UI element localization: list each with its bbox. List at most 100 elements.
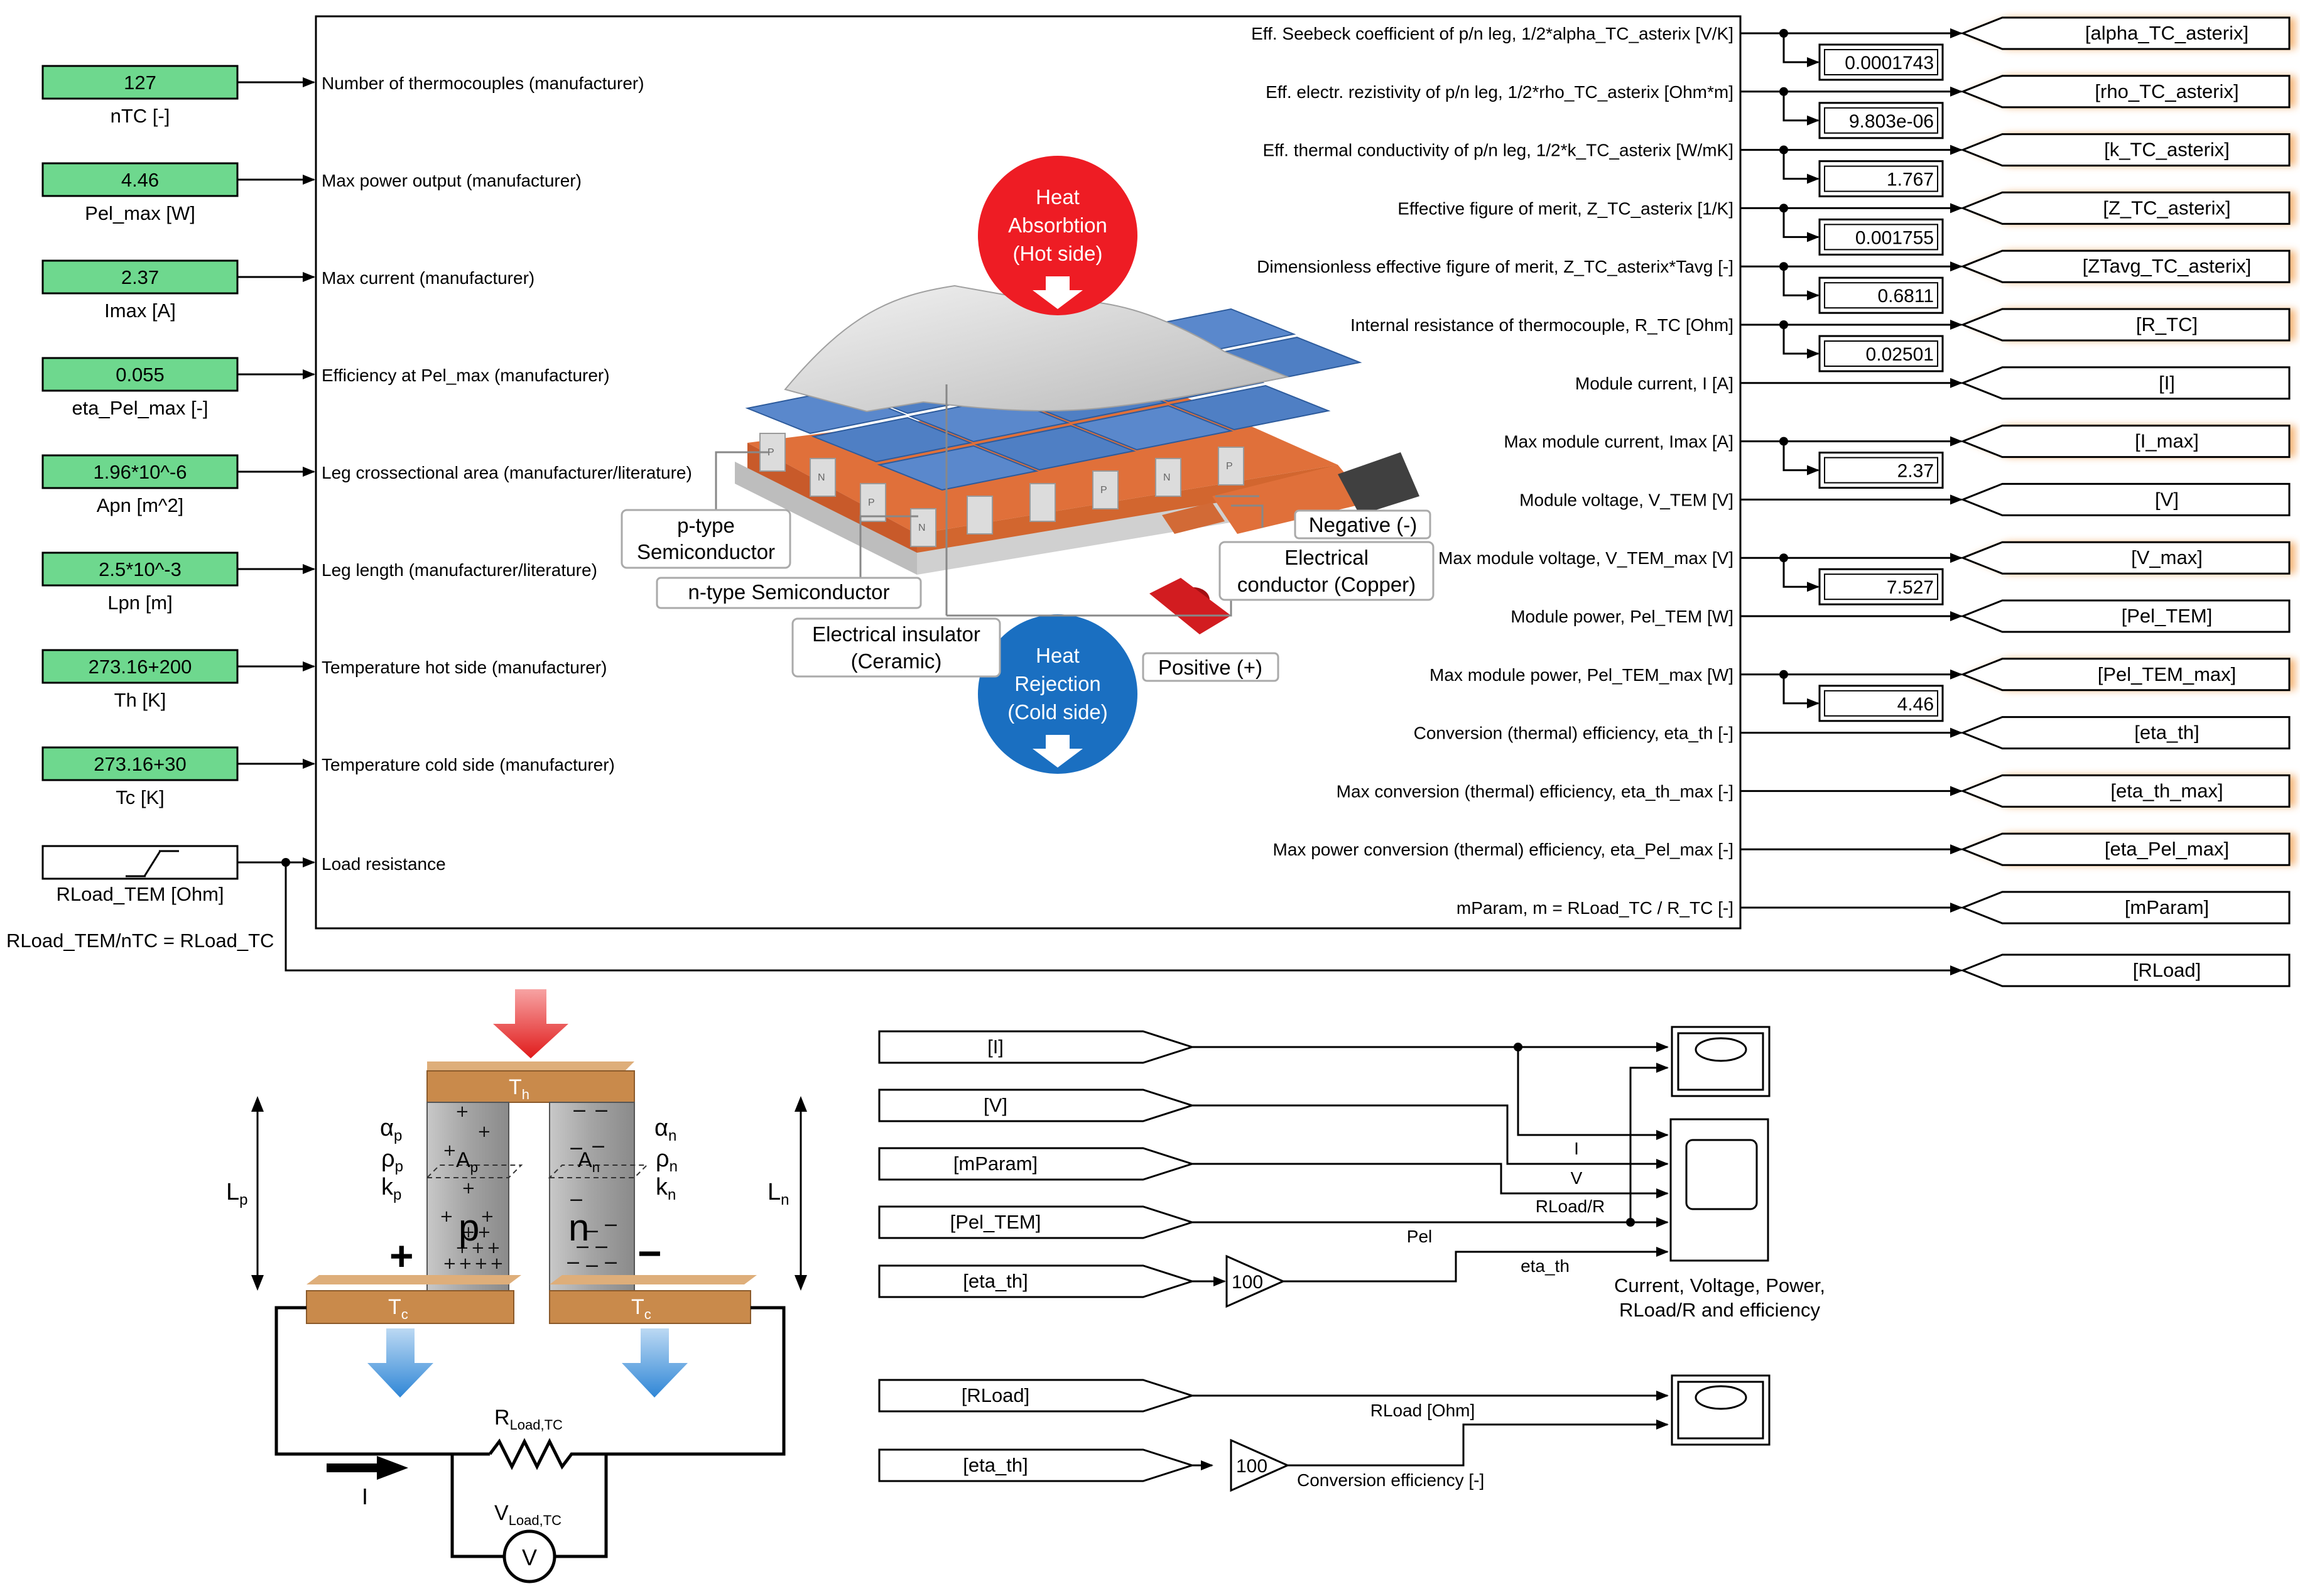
svg-text:+: + (477, 1122, 491, 1141)
constant-block-4[interactable]: 1.96*10^-6 (41, 454, 239, 489)
svg-text:[RLoad]: [RLoad] (2133, 959, 2201, 981)
scope-rload-icon[interactable] (1671, 1374, 1771, 1446)
constant-block-1[interactable]: 4.46 (41, 162, 239, 197)
output-port-label: Internal resistance of thermocouple, R_T… (1350, 315, 1733, 335)
display-block[interactable]: 7.527 (1818, 568, 1944, 605)
goto-tag-label: [k_TC_asterix] (2104, 139, 2230, 161)
goto-tag[interactable]: [eta_th] (1960, 716, 2291, 750)
constant-block-3[interactable]: 0.055 (41, 357, 239, 392)
svg-text:VLoad,TC: VLoad,TC (494, 1501, 561, 1528)
goto-tag-label: [I] (2159, 372, 2175, 394)
output-port-label: Max module power, Pel_TEM_max [W] (1429, 665, 1733, 685)
constant-value: 2.37 (121, 266, 159, 288)
goto-tag[interactable]: [ZTavg_TC_asterix] (1960, 249, 2296, 283)
display-wire (1782, 674, 1820, 708)
constant-block-7[interactable]: 273.16+30 (41, 746, 239, 781)
constant-block-0[interactable]: 127 (41, 65, 239, 100)
from-tag-label: [V] (984, 1094, 1007, 1116)
display-block[interactable]: 1.767 (1818, 160, 1944, 198)
svg-text:kn: kn (656, 1174, 676, 1203)
display-block[interactable]: 2.37 (1818, 452, 1944, 489)
goto-tag-label: [rho_TC_asterix] (2095, 80, 2238, 102)
goto-tag-rload[interactable]: [RLoad] (1960, 953, 2291, 987)
goto-tag[interactable]: [mParam] (1960, 891, 2291, 925)
label-p-type: p-type Semiconductor (621, 509, 791, 569)
constant-name: Tc [K] (116, 786, 165, 808)
display-block[interactable]: 0.001755 (1818, 218, 1944, 256)
output-port-label: Max module voltage, V_TEM_max [V] (1438, 548, 1733, 568)
goto-tag[interactable]: [I] (1960, 366, 2291, 400)
svg-text:Ln: Ln (768, 1179, 789, 1208)
goto-tag[interactable]: [alpha_TC_asterix] (1960, 16, 2296, 50)
output-port-label: Eff. electr. rezistivity of p/n leg, 1/2… (1266, 82, 1733, 102)
gain-block-2[interactable]: 100 (1230, 1438, 1290, 1492)
scope-section: [I] [V] [mParam] [Pel_TEM] [eta_th] Current, … (878, 1026, 1825, 1492)
from-tag-1[interactable]: [V] (878, 1088, 1195, 1122)
svg-text:−: − (594, 1236, 609, 1258)
rload-slider-block[interactable] (41, 845, 239, 880)
goto-tag[interactable]: [V] (1960, 482, 2291, 516)
label-positive: Positive (+) (1142, 652, 1279, 682)
display-block[interactable]: 0.6811 (1818, 276, 1944, 314)
display-block[interactable]: 4.46 (1818, 685, 1944, 722)
input-port-label: Temperature cold side (manufacturer) (322, 755, 615, 774)
constant-value: 4.46 (121, 169, 159, 191)
goto-tag[interactable]: [Pel_TEM] (1960, 599, 2291, 633)
goto-tag[interactable]: [V_max] (1960, 541, 2296, 575)
constant-name: Pel_max [W] (85, 202, 195, 224)
goto-tag[interactable]: [rho_TC_asterix] (1960, 75, 2296, 109)
scope-caption: RLoad/R and efficiency (1619, 1299, 1820, 1321)
constant-block-5[interactable]: 2.5*10^-3 (41, 551, 239, 587)
svg-text:Negative (-): Negative (-) (1309, 513, 1417, 536)
from-tag-3[interactable]: [Pel_TEM] (878, 1205, 1195, 1239)
svg-text:P: P (768, 447, 774, 458)
svg-text:Semiconductor: Semiconductor (637, 540, 775, 563)
display-block[interactable]: 0.0001743 (1818, 43, 1944, 81)
svg-text:kp: kp (381, 1174, 401, 1203)
from-tag-4[interactable]: [eta_th] (878, 1264, 1195, 1298)
goto-tag[interactable]: [eta_th_max] (1960, 774, 2296, 808)
constant-value: 2.5*10^-3 (99, 558, 182, 580)
goto-tag[interactable]: [eta_Pel_max] (1960, 832, 2296, 866)
from-tag-eta2[interactable]: [eta_th] (878, 1448, 1195, 1482)
thermocouple-schematic: +++ +++ ++++ +++ ++ −−− −−− −−− −−− (251, 989, 807, 1583)
goto-tag[interactable]: [Z_TC_asterix] (1960, 191, 2296, 225)
goto-tag-label: [Pel_TEM_max] (2098, 663, 2237, 685)
svg-text:RLoad,TC: RLoad,TC (494, 1406, 563, 1433)
svg-text:Th: Th (509, 1075, 529, 1102)
svg-text:P: P (1226, 461, 1233, 472)
wire-eta2-out (1288, 1420, 1669, 1467)
signal-label: eta_th (1521, 1256, 1570, 1276)
signal-label: RLoad [Ohm] (1370, 1401, 1475, 1420)
gain-block[interactable]: 100 (1225, 1254, 1286, 1308)
from-tag-0[interactable]: [I] (878, 1030, 1195, 1064)
svg-text:Heat: Heat (1036, 185, 1080, 209)
port-load-resistance: Load resistance (322, 854, 446, 874)
constant-value: 273.16+30 (94, 753, 186, 775)
display-wire (1782, 149, 1820, 184)
from-tag-label: [mParam] (953, 1153, 1038, 1175)
goto-tag-label: [V] (2155, 488, 2179, 510)
scope-caption: Current, Voltage, Power, (1614, 1274, 1825, 1296)
goto-tag[interactable]: [I_max] (1960, 425, 2296, 459)
from-tag-2[interactable]: [mParam] (878, 1147, 1195, 1181)
output-port-label: Max power conversion (thermal) efficienc… (1273, 840, 1733, 859)
display-block[interactable]: 9.803e-06 (1818, 102, 1944, 139)
display-wire (1782, 441, 1820, 475)
constant-block-6[interactable]: 273.16+200 (41, 649, 239, 684)
goto-tag[interactable]: [Pel_TEM_max] (1960, 658, 2296, 692)
display-block[interactable]: 0.02501 (1818, 335, 1944, 372)
constant-block-2[interactable]: 2.37 (41, 259, 239, 295)
display-wire (1782, 325, 1820, 359)
svg-text:αn: αn (654, 1115, 676, 1144)
heat-out-arrow-icon (367, 1328, 433, 1398)
goto-tag[interactable]: [R_TC] (1960, 308, 2296, 342)
scope-current-icon[interactable] (1671, 1026, 1771, 1097)
scope-multi-icon[interactable] (1669, 1118, 1769, 1262)
from-tag-label: [Pel_TEM] (950, 1211, 1041, 1233)
from-tag-rload[interactable]: [RLoad] (878, 1379, 1195, 1413)
svg-text:−: − (603, 1252, 619, 1274)
current-arrow-icon (327, 1456, 408, 1480)
goto-tag[interactable]: [k_TC_asterix] (1960, 133, 2296, 167)
svg-text:+: + (487, 1239, 501, 1257)
